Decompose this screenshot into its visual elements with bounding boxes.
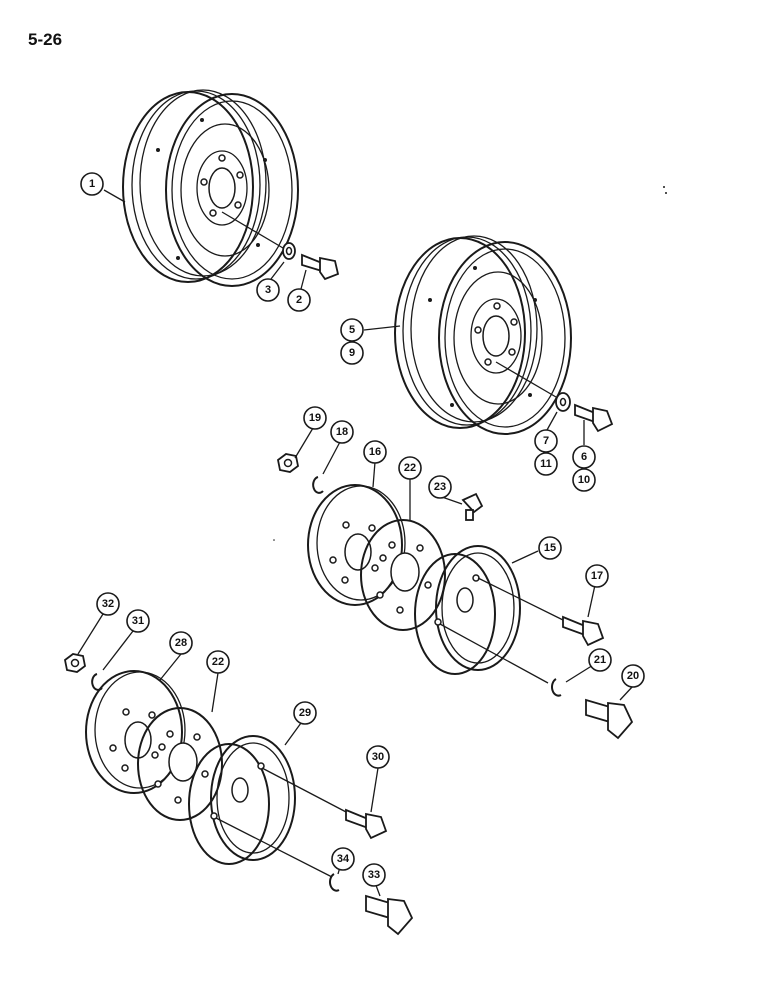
wheel-assembly-upper: [277, 453, 634, 740]
callout-21: 21: [588, 648, 612, 672]
callout-16: 16: [363, 440, 387, 464]
callout-20: 20: [621, 664, 645, 688]
callout-31: 31: [126, 609, 150, 633]
callout-34: 34: [331, 847, 355, 871]
svg-text:23: 23: [434, 481, 446, 493]
wheel-5-9: [394, 235, 614, 435]
callout-18: 18: [330, 420, 354, 444]
page-number: 5-26: [28, 30, 63, 49]
callout-33: 33: [362, 863, 386, 887]
svg-text:19: 19: [309, 412, 321, 424]
callout-2: 2: [287, 288, 311, 312]
callout-23: 23: [428, 475, 452, 499]
callout-1: 1: [80, 172, 104, 196]
svg-text:7: 7: [543, 435, 549, 447]
svg-text:31: 31: [132, 615, 144, 627]
callout-28: 28: [169, 631, 193, 655]
svg-text:10: 10: [578, 474, 590, 486]
svg-text:3: 3: [265, 284, 271, 296]
svg-text:15: 15: [544, 542, 556, 554]
leader-lines: [77, 189, 634, 897]
svg-text:28: 28: [175, 637, 187, 649]
callout-7: 7: [534, 429, 558, 453]
svg-text:21: 21: [594, 654, 606, 666]
callout-32: 32: [96, 592, 120, 616]
svg-text:18: 18: [336, 426, 348, 438]
svg-text:34: 34: [337, 853, 350, 865]
svg-text:22: 22: [404, 462, 416, 474]
callout-5: 5: [340, 318, 364, 342]
callout-22-upper: 22: [398, 456, 422, 480]
callout-22-lower: 22: [206, 650, 230, 674]
svg-text:1: 1: [89, 178, 95, 190]
callout-6: 6: [572, 445, 596, 469]
callout-10: 10: [572, 468, 596, 492]
callout-30: 30: [366, 745, 390, 769]
scan-specks: [273, 186, 667, 541]
svg-text:22: 22: [212, 656, 224, 668]
svg-text:5: 5: [349, 324, 355, 336]
wheel-assembly-lower: [64, 653, 414, 936]
svg-text:29: 29: [299, 707, 311, 719]
svg-text:11: 11: [540, 458, 552, 470]
callout-29: 29: [293, 701, 317, 725]
svg-text:33: 33: [368, 869, 380, 881]
callout-11: 11: [534, 452, 558, 476]
svg-text:16: 16: [369, 446, 381, 458]
svg-text:6: 6: [581, 451, 587, 463]
callout-9: 9: [340, 341, 364, 365]
svg-text:9: 9: [349, 347, 355, 359]
svg-text:20: 20: [627, 670, 639, 682]
callout-19: 19: [303, 406, 327, 430]
callout-3: 3: [256, 278, 280, 302]
svg-text:17: 17: [591, 570, 603, 582]
wheel-1: [122, 89, 340, 287]
callout-17: 17: [585, 564, 609, 588]
callout-15: 15: [538, 536, 562, 560]
svg-text:30: 30: [372, 751, 384, 763]
svg-text:2: 2: [296, 294, 302, 306]
svg-text:32: 32: [102, 598, 114, 610]
